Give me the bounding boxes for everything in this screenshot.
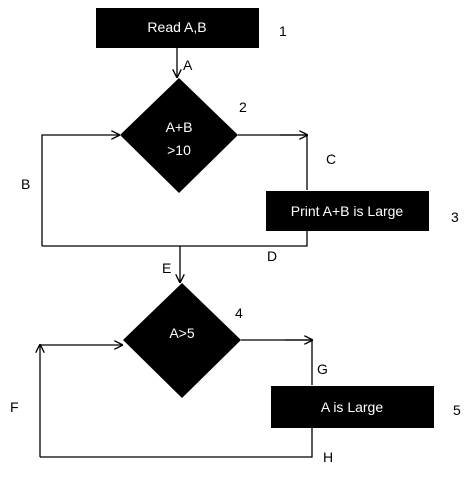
decision-a-gt-5-diamond (123, 283, 241, 398)
decision-a-gt-5-label: A>5 (169, 325, 195, 341)
edge-c-line (238, 134, 308, 190)
edge-label-e: E (162, 260, 171, 276)
edge-label-f: F (10, 399, 19, 415)
edge-label-c: C (326, 151, 336, 167)
decision-a-plus-b-line2: >10 (167, 142, 191, 158)
decision-a-plus-b-line1: A+B (166, 119, 193, 135)
edge-label-g: G (317, 361, 328, 377)
step-number-5: 5 (453, 402, 461, 418)
read-ab-box (96, 8, 259, 48)
print-a-is-large-box (271, 386, 434, 428)
edge-h-line (40, 428, 313, 458)
step-number-1: 1 (279, 23, 287, 39)
edge-g-line (241, 339, 313, 385)
edge-label-b: B (21, 176, 30, 192)
print-a-is-large-label: A is Large (321, 399, 383, 415)
decision-a-plus-b-diamond (120, 78, 238, 193)
read-ab-label: Read A,B (147, 19, 206, 35)
print-a-plus-b-box (266, 191, 429, 231)
edge-b-line (41, 135, 119, 246)
edge-label-d: D (267, 248, 277, 264)
step-number-2: 2 (239, 99, 247, 115)
step-number-4: 4 (235, 305, 243, 321)
edge-label-h: H (323, 449, 333, 465)
edge-label-a: A (183, 57, 193, 73)
print-a-plus-b-label: Print A+B is Large (291, 203, 404, 219)
step-number-3: 3 (451, 209, 459, 225)
edge-d-line (42, 231, 308, 247)
